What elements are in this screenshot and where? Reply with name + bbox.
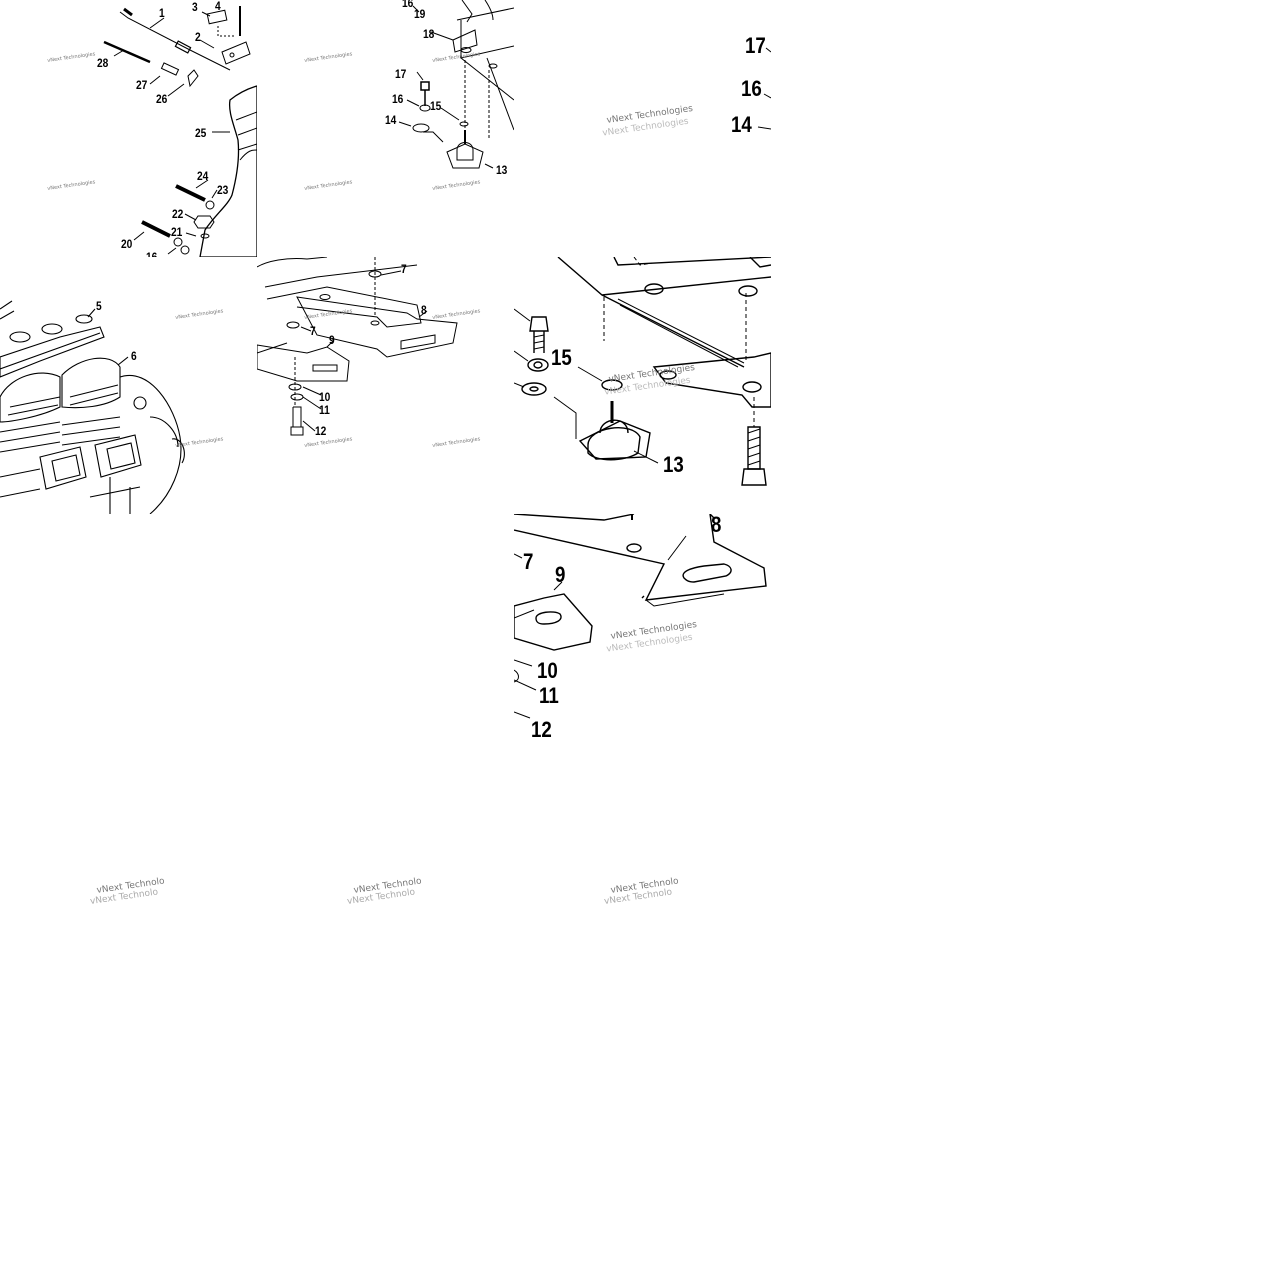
- callout-label: 9: [329, 333, 335, 347]
- callout-label: 8: [711, 514, 722, 537]
- callout-label: 12: [531, 717, 552, 742]
- callout-label: 26: [156, 92, 168, 106]
- callout-label: 22: [172, 207, 184, 221]
- callout-label: 7: [401, 262, 407, 276]
- plates-small-drawing: [257, 257, 458, 436]
- callout-label: 14: [731, 112, 752, 137]
- tile-bottom-right: 8 7 9 10 11 12 vNext Technologies: [514, 514, 771, 771]
- callout-label: 17: [745, 33, 766, 58]
- callout-label: 13: [663, 452, 684, 477]
- callout-label: 12: [315, 424, 327, 438]
- callout-label: 3: [192, 0, 198, 14]
- callout-label: 17: [395, 67, 407, 81]
- callout-label: 10: [537, 658, 558, 683]
- callout-label: 27: [136, 78, 148, 92]
- tile-mid-right: 15 13 vNext Technologies: [514, 257, 771, 514]
- callout-label: 16: [402, 0, 414, 10]
- callout-label: 5: [96, 299, 102, 313]
- callout-label: 14: [385, 113, 397, 127]
- callout-label: 15: [430, 99, 442, 113]
- callout-label: 6: [131, 349, 137, 363]
- zoom-labels-drawing: [757, 47, 771, 130]
- callout-label: 4: [215, 0, 221, 13]
- tile-top-left: 1 2 3 4 28 27 26 25 24 23 22 21 20 16 vN…: [0, 0, 257, 257]
- callout-label: 19: [414, 7, 426, 21]
- watermark: vNext Technolo: [610, 876, 680, 896]
- mount-small-drawing: [398, 0, 514, 169]
- callout-label: 9: [555, 562, 566, 587]
- callout-label: 2: [195, 30, 201, 44]
- callout-label: 11: [319, 403, 330, 417]
- callout-label: 7: [523, 549, 534, 574]
- callout-label: 8: [421, 303, 427, 317]
- watermark: vNext Technolo: [353, 876, 423, 896]
- callout-label: 1: [159, 6, 165, 20]
- callout-label: 10: [319, 390, 331, 404]
- tile-mid-middle: 7 8 7 9 10 11 12 vNext Technologies vNex…: [257, 257, 514, 514]
- callout-label: 13: [496, 163, 508, 177]
- callout-label: 11: [539, 683, 559, 708]
- callout-label: 18: [423, 27, 435, 41]
- plates-zoom-drawing: [514, 514, 767, 719]
- callout-label: 20: [121, 237, 133, 251]
- callout-label: 28: [97, 56, 109, 70]
- tile-top-middle: 16 19 18 17 16 15 14 13 vNext Technologi…: [257, 0, 514, 257]
- mount-zoom-drawing: [514, 257, 771, 486]
- callout-label: 7: [310, 324, 316, 338]
- callout-label: 25: [195, 126, 207, 140]
- callout-label: 24: [197, 169, 209, 183]
- callout-label: 16: [146, 250, 158, 257]
- callout-label: 21: [171, 225, 183, 239]
- watermark: vNext Technolo: [96, 876, 166, 896]
- engine-top-drawing: [103, 6, 257, 257]
- engine-block-drawing: [0, 300, 185, 514]
- tile-top-right: 17 16 14 vNext Technologies: [514, 0, 771, 257]
- tile-mid-left: 5 6 vNext Technologies vNext Technologie…: [0, 257, 257, 514]
- callout-label: 23: [217, 183, 229, 197]
- callout-label: 16: [741, 76, 762, 101]
- callout-label: 15: [551, 345, 572, 370]
- callout-label: 16: [392, 92, 404, 106]
